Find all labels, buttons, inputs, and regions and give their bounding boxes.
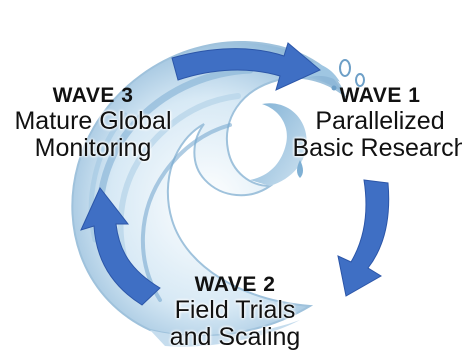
wave-1-label: WAVE 1 Parallelized Basic Research [292,84,462,162]
wave-2-description-line-1: Field Trials [174,296,296,324]
cycle-arrow-icon [80,187,161,306]
wave-2-title: WAVE 2 [194,273,276,296]
wave-foam [150,320,300,347]
wave-curl-lip [250,103,307,186]
splash-droplet [339,59,351,77]
wave-2-label: WAVE 2 Field Trials and Scaling [150,273,320,351]
wave-1-title: WAVE 1 [339,84,421,107]
wave-3-title: WAVE 3 [52,84,134,107]
cycle-arrows [80,42,390,306]
splash-droplet [331,85,337,91]
wave-1-description-line-1: Parallelized [315,107,445,135]
wave-streak [141,123,232,302]
wave-1-description-line-2: Basic Research [292,134,462,162]
cycle-arrow-icon [171,42,321,91]
wave-3-label: WAVE 3 Mature Global Monitoring [10,84,176,162]
cycle-arrow-icon [337,179,390,297]
splash-droplet [297,160,303,178]
wave-3-description-line-2: Monitoring [34,134,152,162]
wave-streak [117,93,241,288]
ocean-wave-icon [71,40,365,347]
splash-droplet [355,73,365,87]
wave-3-description-line-1: Mature Global [14,107,172,135]
wave-2-description-line-2: and Scaling [169,323,301,351]
